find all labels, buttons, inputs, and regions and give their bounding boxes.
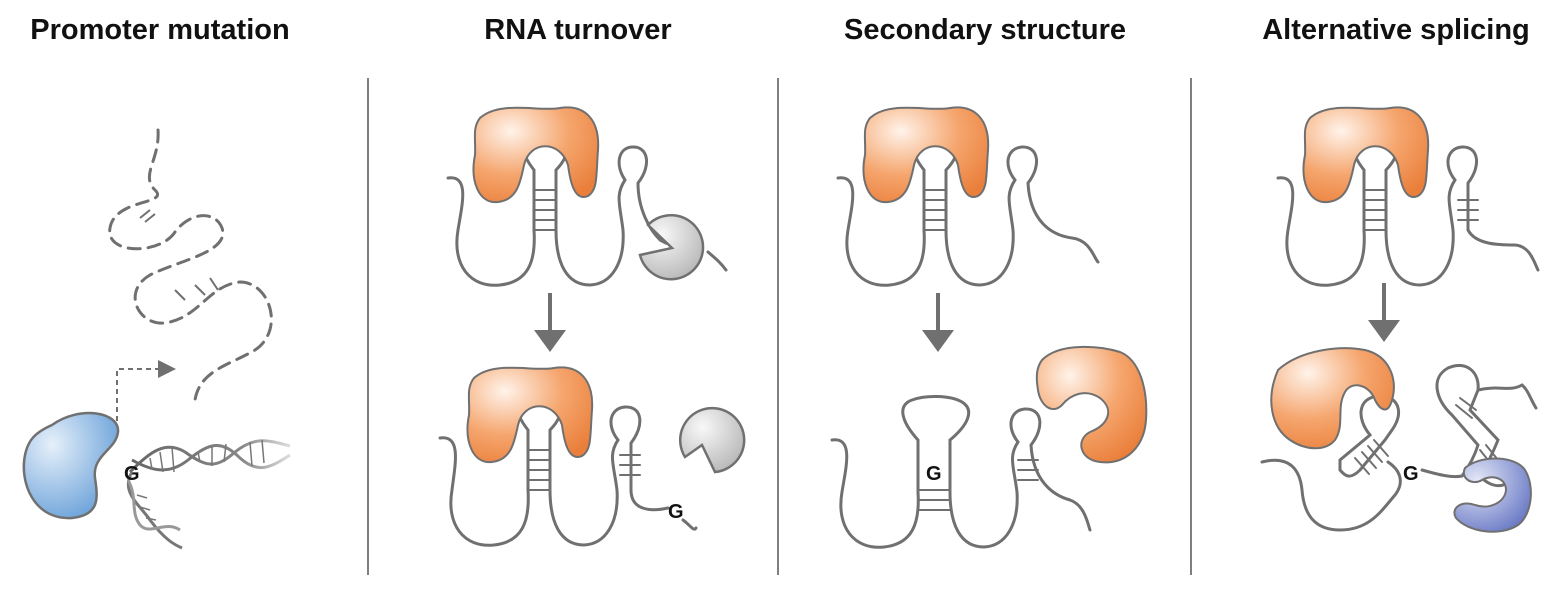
- nascent-rna-dashed: [108, 128, 273, 402]
- mutation-label-g: G: [124, 463, 140, 485]
- splicing-factor-blue: [1453, 457, 1532, 533]
- transcription-arrow: [116, 368, 160, 430]
- rna-binding-protein-top: [472, 106, 600, 204]
- panel-title-secondary-structure: Secondary structure: [843, 14, 1127, 46]
- panel-rna-turnover: G: [438, 106, 746, 547]
- panel-title-promoter-mutation: Promoter mutation: [30, 14, 290, 46]
- transcription-arrowhead: [158, 360, 176, 378]
- rna-strand-top: [446, 126, 728, 287]
- panel-secondary-structure: G: [830, 106, 1148, 549]
- dna-helix: [126, 439, 291, 550]
- panel-promoter-mutation: G: [22, 128, 291, 550]
- dashed-rna-rungs: [139, 209, 219, 301]
- exonuclease-top: [638, 214, 705, 281]
- panel-title-alternative-splicing: Alternative splicing: [1262, 14, 1530, 46]
- rna-binding-protein-released: [1035, 346, 1148, 464]
- arrow-down-splicing: [1368, 283, 1400, 342]
- mutation-label-g-secondary: G: [926, 463, 942, 485]
- rna-binding-protein-bottom-as: [1270, 347, 1395, 450]
- arrow-down-secondary: [922, 293, 954, 352]
- panel-title-rna-turnover: RNA turnover: [484, 14, 672, 46]
- mutation-label-g-turnover: G: [668, 501, 684, 523]
- mutation-label-g-splicing: G: [1403, 463, 1419, 485]
- exonuclease-bottom: [678, 406, 746, 474]
- rna-strand-bottom-ss: [830, 395, 1092, 549]
- panel-dividers: [367, 78, 1192, 575]
- rna-binding-protein-top-as: [1302, 106, 1430, 204]
- arrow-down-turnover: [534, 293, 566, 352]
- rna-binding-protein-top-ss: [862, 106, 990, 204]
- rna-polymerase: [22, 411, 120, 520]
- panel-alternative-splicing: G: [1260, 106, 1540, 533]
- rna-binding-protein-bottom: [466, 366, 594, 464]
